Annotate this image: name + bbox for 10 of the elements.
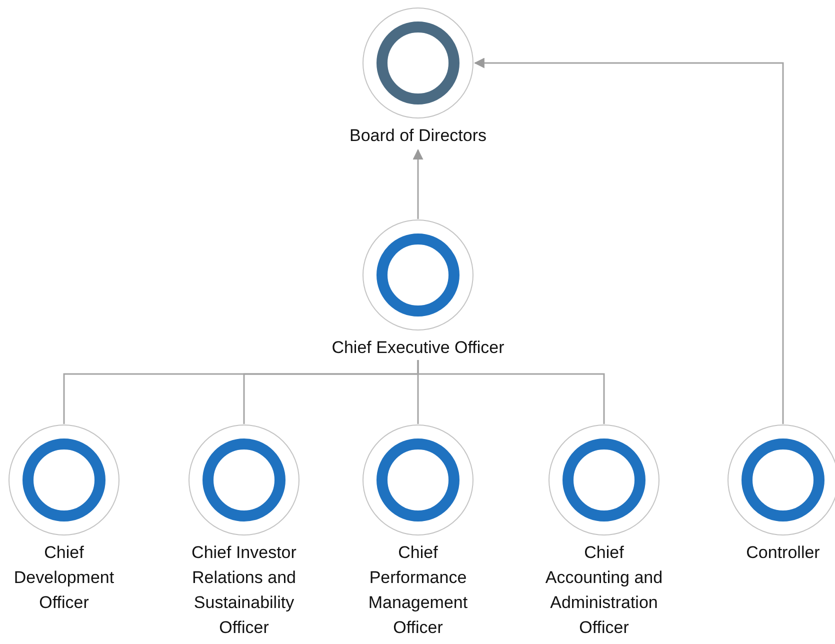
role-title: Chief Accounting and Administration Officer — [544, 542, 664, 639]
role-title: Chief Development Officer — [12, 542, 116, 614]
arrow — [412, 148, 424, 219]
role-title: Chief Investor Relations and Sustainability Officer — [190, 542, 298, 639]
role-title: Board of Directors — [350, 125, 486, 147]
role-title: Chief Performance Management Officer — [367, 542, 469, 639]
role-title: Controller — [746, 542, 820, 564]
role-title: Chief Executive Officer — [332, 337, 504, 359]
arrow — [474, 58, 784, 424]
connector-line — [417, 360, 605, 424]
